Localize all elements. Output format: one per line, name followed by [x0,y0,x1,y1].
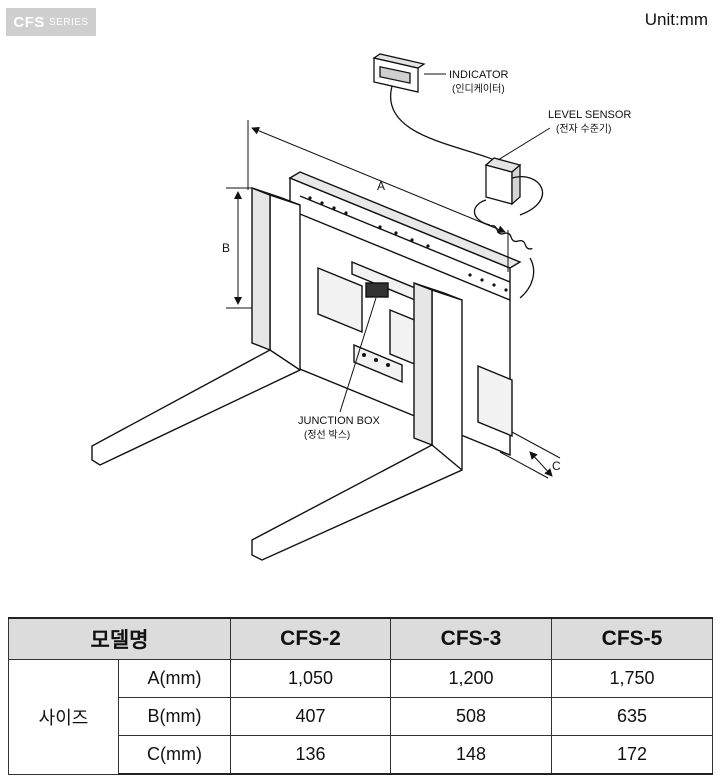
fork-scale-diagram: INDICATOR (인디케이터) LEVEL SENSOR (전자 수준기) … [91,53,631,561]
dimension-b-label: B [222,241,230,255]
model-cfs-3: CFS-3 [390,617,552,660]
table-cell: 148 [390,735,552,775]
level-sensor-label-ko: (전자 수준기) [556,123,611,135]
table-row: C(mm) 136 148 172 [9,735,713,775]
indicator-label: INDICATOR [449,69,509,81]
series-badge: CFS SERIES [6,8,96,36]
table-cell: 172 [551,735,713,775]
dimension-a [247,120,509,272]
table-row: 사이즈 A(mm) 1,050 1,200 1,750 [8,659,713,775]
indicator-label-ko: (인디케이터) [452,83,505,95]
model-header: 모델명 [8,617,231,660]
table-cell: 1,050 [230,659,391,698]
indicator-cable [389,85,506,166]
spec-table: 모델명 CFS-2 CFS-3 CFS-5 사이즈 A(mm) 1,050 1,… [8,617,713,775]
table-cell: 1,200 [390,659,552,698]
size-group-label: 사이즈 [8,659,119,775]
right-fork [251,281,463,561]
series-word: SERIES [48,16,89,28]
table-cell: 407 [230,697,391,736]
left-fork [91,186,301,466]
dimension-c-label: C [552,459,561,473]
spec-header-row: 모델명 CFS-2 CFS-3 CFS-5 [8,617,713,660]
carriage-plate [288,171,522,457]
row-label: C(mm) [118,735,231,775]
junction-box-label-ko: (정선 박스) [304,429,350,441]
junction-box-unit [365,282,389,298]
level-sensor-label: LEVEL SENSOR [548,109,631,121]
unit-label: Unit:mm [644,10,708,29]
model-cfs-5: CFS-5 [551,617,713,660]
table-cell: 635 [551,697,713,736]
table-cell: 136 [230,735,391,775]
dimension-b [226,187,252,309]
dimension-c [499,431,561,479]
table-row: B(mm) 407 508 635 [9,697,713,736]
level-sensor-unit [484,157,522,206]
series-code: CFS [13,13,45,31]
table-cell: 508 [390,697,552,736]
table-cell: 1,750 [551,659,713,698]
dimension-a-label: A [377,179,385,193]
row-label: A(mm) [118,659,231,698]
model-cfs-2: CFS-2 [230,617,391,660]
indicator-unit [372,53,426,93]
junction-box-label: JUNCTION BOX [298,415,381,427]
row-label: B(mm) [118,697,231,736]
